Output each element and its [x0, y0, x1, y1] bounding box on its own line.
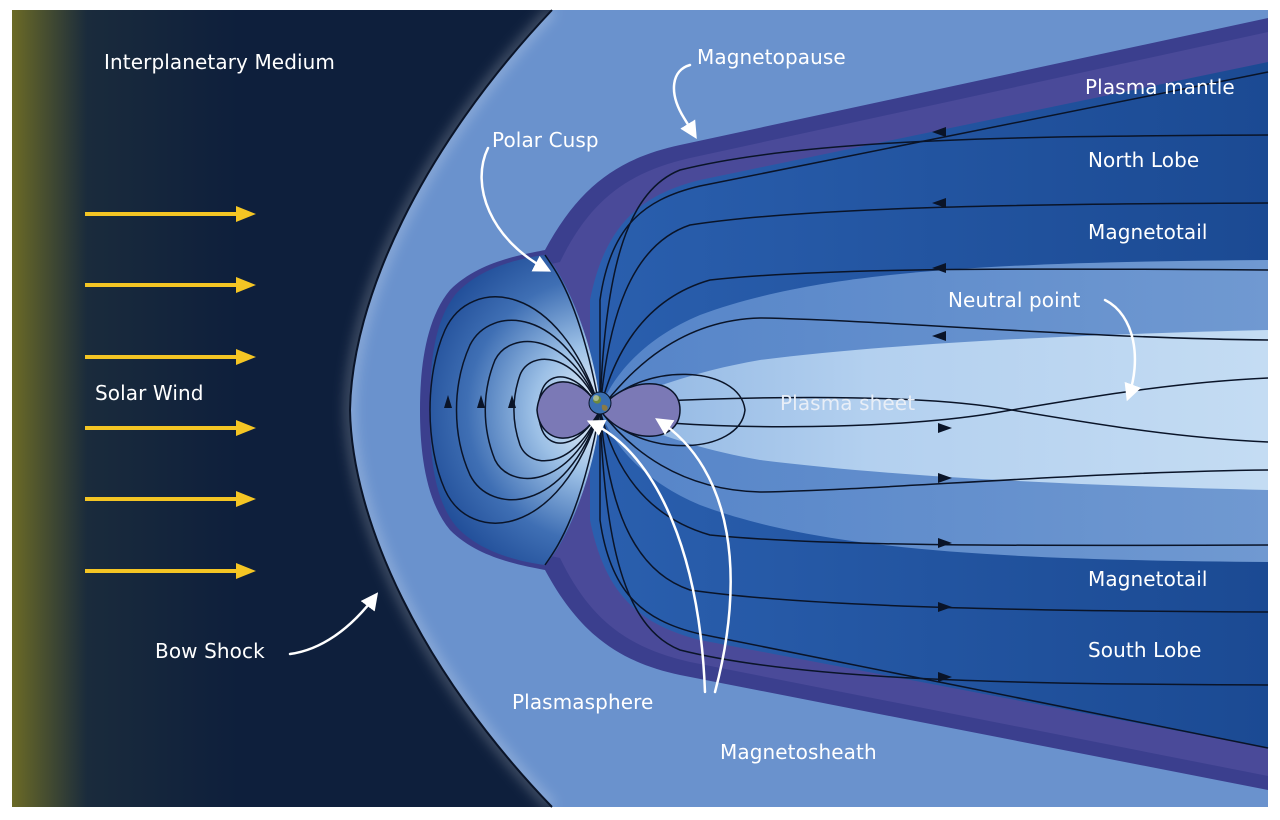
nightside-closed-loop [599, 373, 746, 447]
neutral-point-pointer [1103, 298, 1142, 402]
magnetotail-south-label: Magnetotail [1088, 567, 1208, 591]
bow-shock-pointer [288, 592, 379, 656]
neutral-point-label: Neutral point [948, 288, 1081, 312]
magnetosheath-label: Magnetosheath [720, 740, 877, 764]
bow-shock-line [348, 9, 553, 808]
field-lines-dayside [429, 254, 601, 566]
magnetotail-north-label: Magnetotail [1088, 220, 1208, 244]
plasmasphere-pointer-left [586, 420, 707, 694]
plasma-sheet-label: Plasma sheet [780, 391, 916, 415]
solar-wind-arrows [85, 206, 256, 579]
field-lines-south-tail [599, 396, 1269, 749]
solar-wind-label: Solar Wind [95, 381, 204, 405]
arrow-right-icon [85, 206, 256, 222]
polar-cusp-pointer [480, 146, 552, 272]
magnetopause-pointer [672, 63, 697, 139]
callout-pointers [288, 63, 1142, 694]
earth-icon [588, 391, 612, 415]
field-direction-arrows [444, 127, 952, 682]
bow-shock-label: Bow Shock [155, 639, 265, 663]
arrow-right-icon [85, 563, 256, 579]
north-lobe-label: North Lobe [1088, 148, 1200, 172]
south-lobe-label: South Lobe [1088, 638, 1202, 662]
dayside-field-region [430, 255, 600, 565]
plasma-mantle-label: Plasma mantle [1085, 75, 1235, 99]
field-lines-north-tail [599, 71, 1269, 428]
magnetopause-label: Magnetopause [697, 45, 846, 69]
polar-cusp-label: Polar Cusp [492, 128, 599, 152]
arrow-right-icon [85, 277, 256, 293]
arrow-right-icon [85, 349, 256, 365]
plasma-sheet-region [600, 330, 1268, 490]
arrow-right-icon [85, 491, 256, 507]
interplanetary-medium-label: Interplanetary Medium [104, 50, 336, 74]
plasmasphere-label: Plasmasphere [512, 690, 654, 714]
plasmasphere-pointer-right [655, 418, 732, 694]
arrow-right-icon [85, 420, 256, 436]
